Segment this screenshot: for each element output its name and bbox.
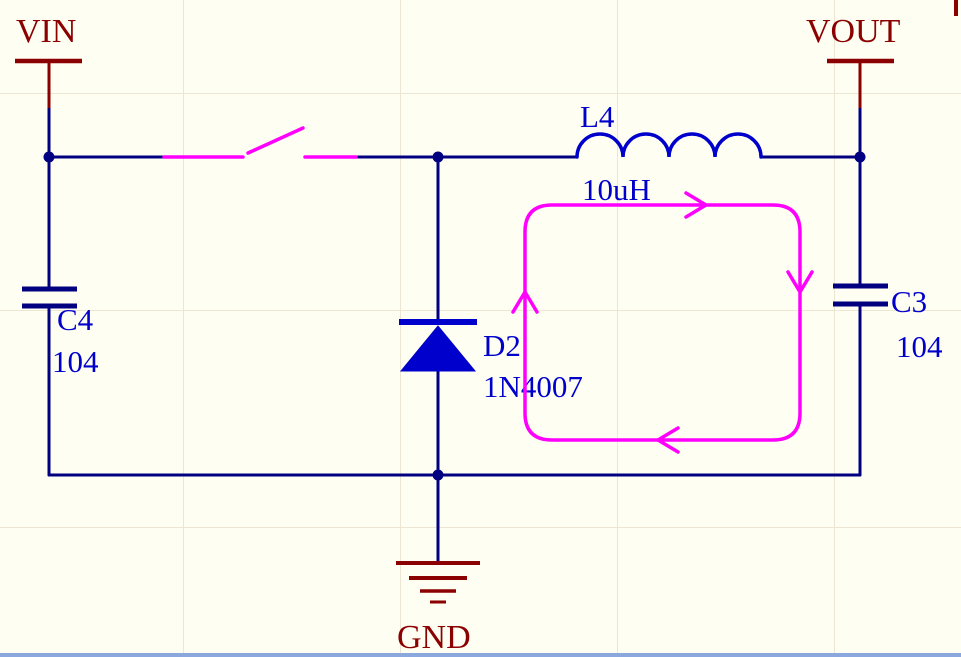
- bottom-edge-line: [0, 653, 961, 657]
- power-port-vout[interactable]: VOUT: [806, 13, 901, 108]
- diode-anode-triangle[interactable]: [399, 325, 477, 372]
- capacitor-ref-label[interactable]: C3: [891, 284, 927, 319]
- power-port-gnd[interactable]: GND: [396, 561, 480, 656]
- top-right-edge-mark: [954, 0, 958, 16]
- inductor-coil[interactable]: [575, 132, 763, 159]
- vout-label[interactable]: VOUT: [806, 13, 901, 50]
- gnd-label[interactable]: GND: [397, 619, 471, 656]
- power-port-vin[interactable]: VIN: [15, 13, 82, 108]
- inductor-ref-label[interactable]: L4: [580, 99, 615, 134]
- inductor-l4[interactable]: L4 10uH: [575, 99, 763, 207]
- capacitor-value-label[interactable]: 104: [52, 344, 99, 379]
- junction-dot: [432, 469, 444, 481]
- diode-d2[interactable]: D2 1N4007: [399, 319, 583, 404]
- arrow-down-icon: [786, 270, 814, 294]
- current-loop-annotation[interactable]: [511, 191, 814, 454]
- wire-net[interactable]: [43, 106, 866, 563]
- capacitor-c3[interactable]: C3 104: [833, 283, 943, 364]
- current-loop-path[interactable]: [523, 203, 802, 442]
- arrow-right-icon: [684, 191, 708, 219]
- capacitor-value-label[interactable]: 104: [896, 329, 943, 364]
- junction-dot: [432, 151, 444, 163]
- switch-open[interactable]: [162, 126, 358, 159]
- diode-value-label[interactable]: 1N4007: [483, 369, 583, 404]
- junction-dot: [854, 151, 866, 163]
- vin-label[interactable]: VIN: [16, 13, 76, 50]
- diode-ref-label[interactable]: D2: [483, 328, 521, 363]
- junction-dot: [43, 151, 55, 163]
- capacitor-c4[interactable]: C4 104: [22, 286, 99, 379]
- arrow-left-icon: [656, 426, 680, 454]
- arrow-up-icon: [511, 290, 539, 314]
- inductor-value-label[interactable]: 10uH: [582, 172, 651, 207]
- capacitor-ref-label[interactable]: C4: [57, 302, 94, 337]
